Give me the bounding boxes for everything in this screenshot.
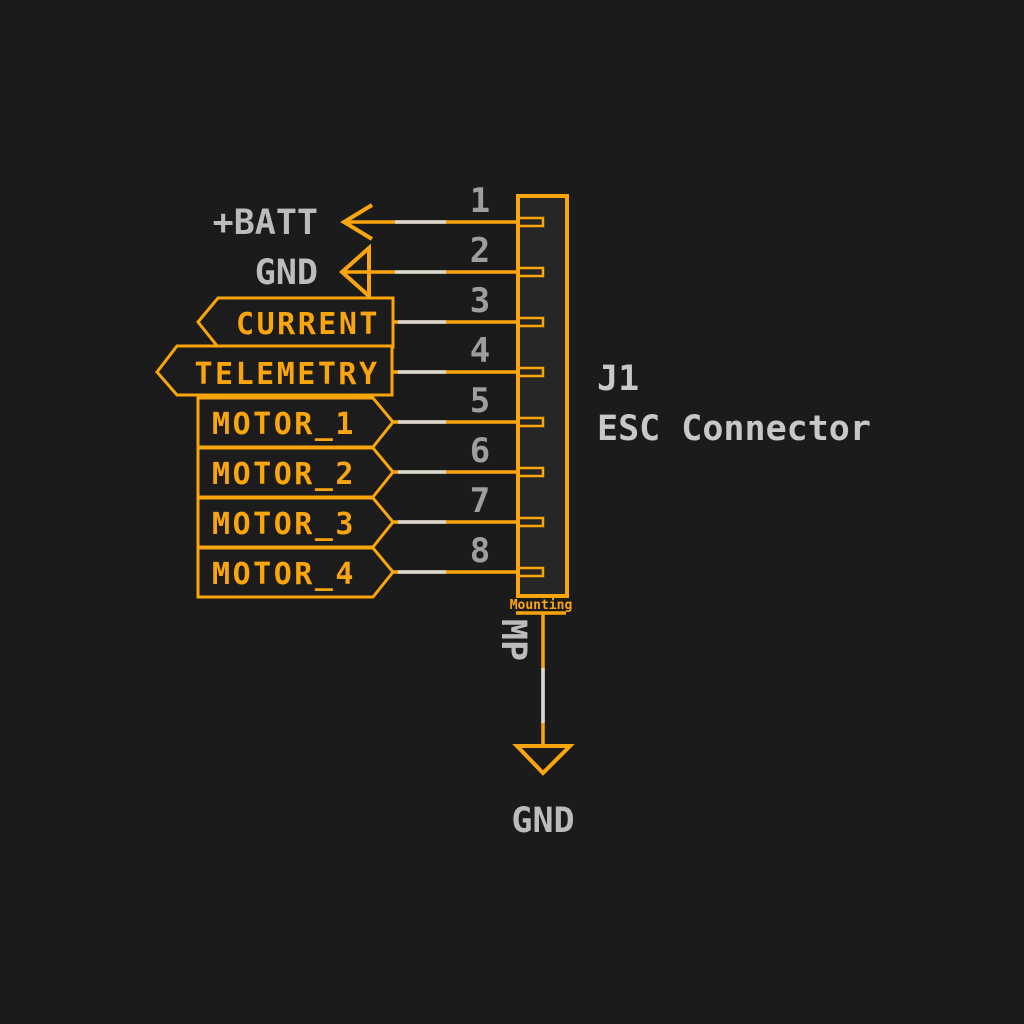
pin-number-2: 2	[470, 231, 490, 271]
pin1-notch	[518, 216, 545, 228]
net-flag-motor1[interactable]: MOTOR_1	[196, 396, 395, 449]
gnd-arrow-icon	[338, 243, 371, 301]
motor4-flag-text: MOTOR_4	[212, 557, 356, 592]
motor2-flag-shape	[196, 446, 395, 499]
current-flag-shape	[196, 296, 395, 349]
pin4-notch	[518, 366, 545, 378]
current-flag-text: CURRENT	[236, 307, 380, 342]
net-flag-motor4[interactable]: MOTOR_4	[196, 546, 395, 599]
connector-value: ESC Connector	[597, 409, 871, 449]
net-label-gnd[interactable]: GND	[255, 253, 318, 293]
net-label-batt[interactable]: +BATT	[213, 203, 318, 243]
gnd-branch[interactable]: GND	[511, 613, 575, 841]
pin8-notch	[518, 566, 545, 578]
pin-number-6: 6	[470, 431, 490, 471]
connector-j1-symbol[interactable]: 1 2 3 4 5 6 7 8 J1 ESC Connector Mountin…	[470, 181, 871, 661]
connector-reference: J1	[597, 359, 639, 399]
telemetry-flag-text: TELEMETRY	[194, 357, 379, 392]
telemetry-flag-shape	[155, 344, 394, 397]
net-flag-telemetry[interactable]: TELEMETRY	[155, 344, 394, 397]
gnd-power-symbol[interactable]	[512, 744, 575, 776]
pin-number-3: 3	[470, 281, 490, 321]
pin3-notch	[518, 316, 545, 328]
motor3-flag-shape	[196, 496, 395, 549]
mounting-pin-name: Mounting	[510, 598, 573, 613]
pin6-notch	[518, 466, 545, 478]
motor4-flag-shape	[196, 546, 395, 599]
batt-arrow-icon	[340, 203, 374, 241]
pin-number-1: 1	[470, 181, 490, 221]
motor1-flag-text: MOTOR_1	[212, 407, 356, 442]
motor1-flag-shape	[196, 396, 395, 449]
pin2-notch	[518, 266, 545, 278]
gnd-power-label: GND	[511, 801, 574, 841]
net-flag-current[interactable]: CURRENT	[196, 296, 395, 349]
connector-body[interactable]	[516, 194, 569, 598]
motor2-flag-text: MOTOR_2	[212, 457, 356, 492]
net-flag-motor2[interactable]: MOTOR_2	[196, 446, 395, 499]
net-flag-motor3[interactable]: MOTOR_3	[196, 496, 395, 549]
net-labels[interactable]: +BATT GND CURRENT TELEMETRY MOTOR_1 MOTO…	[155, 203, 395, 599]
pin-number-7: 7	[470, 481, 490, 521]
pin-number-5: 5	[470, 381, 490, 421]
pin-number-4: 4	[470, 331, 490, 371]
wire-set[interactable]	[344, 220, 517, 574]
pin-number-8: 8	[470, 531, 490, 571]
pin5-notch	[518, 416, 545, 428]
mounting-pin-number: MP	[493, 619, 533, 661]
motor3-flag-text: MOTOR_3	[212, 507, 356, 542]
pin7-notch	[518, 516, 545, 528]
